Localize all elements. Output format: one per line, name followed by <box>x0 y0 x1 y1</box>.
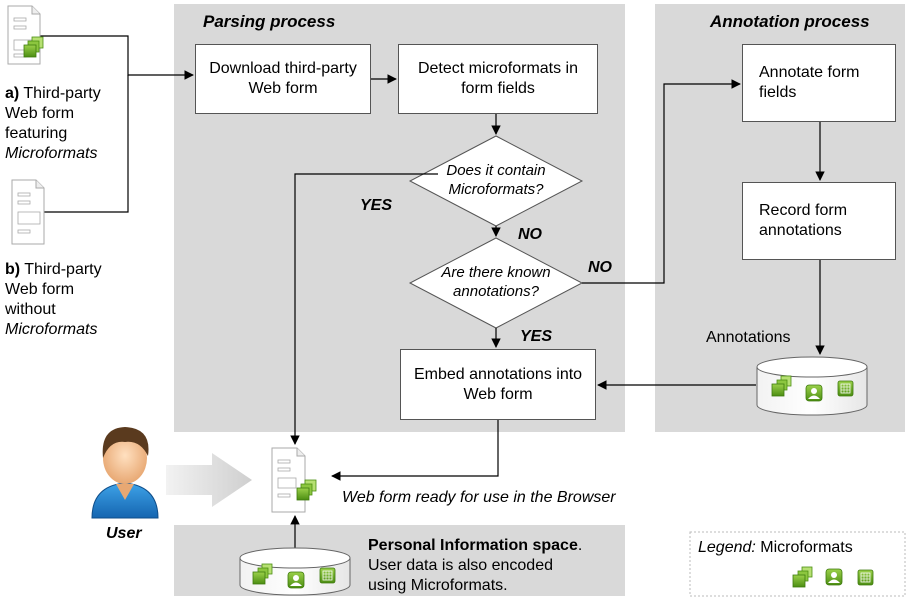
personal-info-database-icon <box>239 547 351 596</box>
personal-info-text: Personal Information space. User data is… <box>368 536 582 596</box>
arrow-embed-ready <box>331 420 499 481</box>
input-b-line3: without <box>5 301 56 318</box>
input-a-line1: Third-party <box>19 85 101 102</box>
document-a-icon <box>7 5 44 65</box>
annotate-box: Annotate form fields <box>742 44 896 122</box>
input-a-prefix: a) <box>5 85 20 102</box>
personal-info-line3: using Microformats. <box>368 577 508 594</box>
input-a-line2: Web form <box>5 105 75 122</box>
embed-box-label: Embed annotations into Web form <box>413 365 583 403</box>
input-b-prefix: b) <box>5 261 21 278</box>
arrow-contain-yes <box>290 173 438 445</box>
personal-info-line2: User data is also encoded <box>368 557 553 574</box>
arrow-input-a <box>40 35 194 80</box>
record-box: Record form annotations <box>742 182 896 260</box>
record-box-label: Record form annotations <box>759 202 848 239</box>
no-label-contain: NO <box>518 226 542 243</box>
user-flow-arrow <box>166 453 252 507</box>
annotate-box-label: Annotate form fields <box>759 64 860 101</box>
input-b-line1: Third-party <box>20 261 102 278</box>
user-avatar-icon <box>91 427 159 519</box>
legend-prefix: Legend: <box>698 539 756 556</box>
legend-label: Microformats <box>755 539 853 556</box>
input-a-line3: featuring <box>5 125 68 142</box>
web-form-ready-label: Web form ready for use in the Browser <box>342 489 616 506</box>
yes-label-known: YES <box>520 328 553 345</box>
download-box: Download third-party Web form <box>195 44 371 114</box>
parsing-process-title: Parsing process <box>203 12 336 31</box>
input-a-line4: Microformats <box>5 145 98 162</box>
legend-text: Legend: Microformats <box>698 538 853 558</box>
personal-info-title: Personal Information space <box>368 537 578 554</box>
input-b-line4: Microformats <box>5 321 98 338</box>
line-input-b <box>44 75 129 213</box>
embed-box: Embed annotations into Web form <box>400 349 596 420</box>
detect-box-label: Detect microformats in form fields <box>417 60 579 97</box>
no-label-known: NO <box>588 259 612 276</box>
annotations-database-icon <box>756 356 868 416</box>
detect-box: Detect microformats in form fields <box>398 44 598 114</box>
yes-label-contain: YES <box>360 197 393 214</box>
annotations-label: Annotations <box>706 329 791 346</box>
personal-info-title-suffix: . <box>577 537 583 554</box>
download-box-label: Download third-party Web form <box>209 60 357 97</box>
input-a-label: a) Third-party Web form featuring Microf… <box>5 84 101 164</box>
arrow-known-no <box>582 79 741 284</box>
input-b-label: b) Third-party Web form without Microfor… <box>5 260 102 340</box>
legend-microformat-icons <box>792 566 874 588</box>
decision-contain-label: Does it contain Microformats? <box>446 162 546 198</box>
decision-known-label: Are there known annotations? <box>441 264 551 300</box>
document-b-icon <box>11 179 45 245</box>
ready-web-form-icon <box>271 447 317 513</box>
input-b-line2: Web form <box>5 281 75 298</box>
annotation-process-title: Annotation process <box>710 12 870 31</box>
user-label: User <box>106 525 142 542</box>
